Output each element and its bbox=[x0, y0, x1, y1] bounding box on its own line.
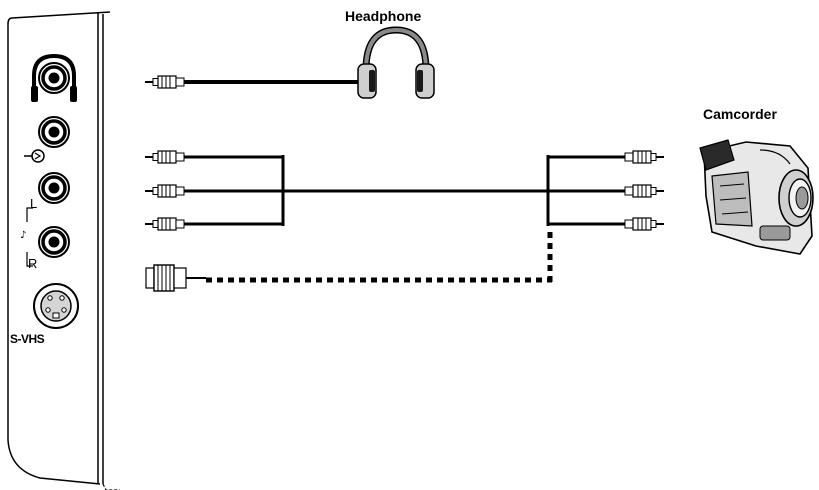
headphone-label: Headphone bbox=[345, 8, 422, 24]
audio-left-label: L bbox=[30, 196, 38, 211]
headphones-icon bbox=[357, 26, 435, 99]
video-in-icon bbox=[24, 149, 45, 163]
tv-side-panel bbox=[7, 11, 120, 490]
headphone-jack-icon[interactable] bbox=[31, 53, 77, 102]
camcorder-icon bbox=[699, 139, 814, 255]
audio-right-jack[interactable] bbox=[37, 225, 71, 259]
svhs-plug-icon bbox=[145, 264, 206, 292]
audio-right-label: R bbox=[28, 256, 38, 271]
video-in-jack[interactable] bbox=[37, 115, 71, 149]
headphone-cable bbox=[144, 75, 363, 89]
audio-left-jack[interactable] bbox=[37, 171, 71, 205]
svhs-label: S-VHS bbox=[10, 332, 45, 346]
camcorder-label: Camcorder bbox=[703, 106, 777, 122]
svhs-socket-icon[interactable] bbox=[33, 283, 79, 329]
svhs-cable bbox=[145, 228, 553, 292]
svg-text:♪: ♪ bbox=[20, 230, 26, 241]
audio-note-icon: ♪ bbox=[20, 230, 26, 241]
av-cable-bundle bbox=[144, 150, 665, 231]
